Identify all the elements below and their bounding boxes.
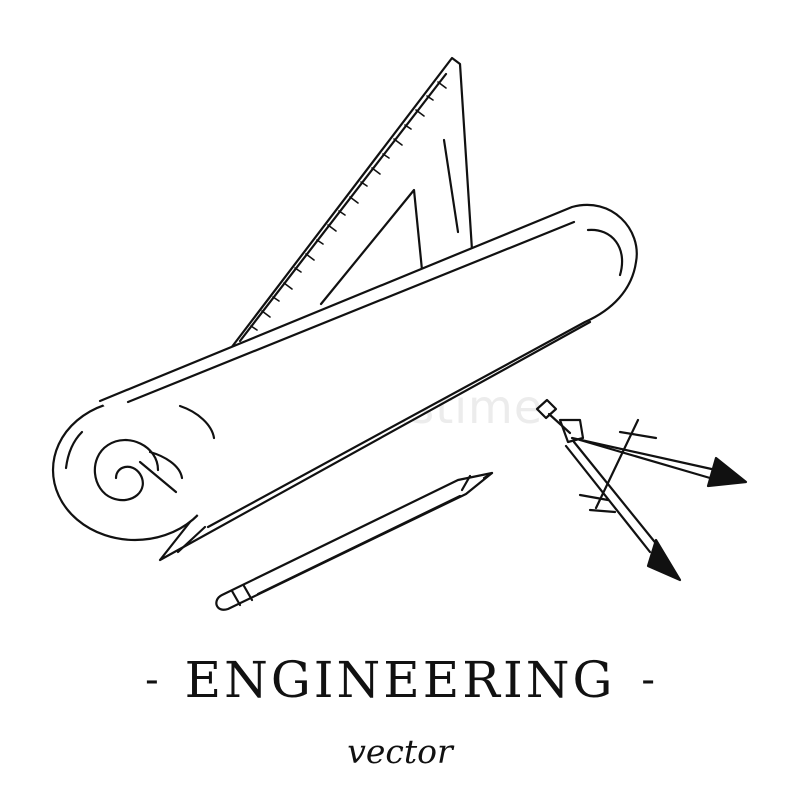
heading-dash-right: - [641,657,655,703]
ruler-ticks [250,81,447,331]
pencil-icon [215,471,494,611]
page-title: ENGINEERING [184,651,616,709]
subtitle: vector [347,732,453,771]
set-square-icon [226,56,474,354]
heading: - ENGINEERING - [0,655,800,705]
heading-dash-left: - [145,657,159,703]
rolled-blueprint-icon [51,203,638,562]
compass-icon [535,398,748,582]
